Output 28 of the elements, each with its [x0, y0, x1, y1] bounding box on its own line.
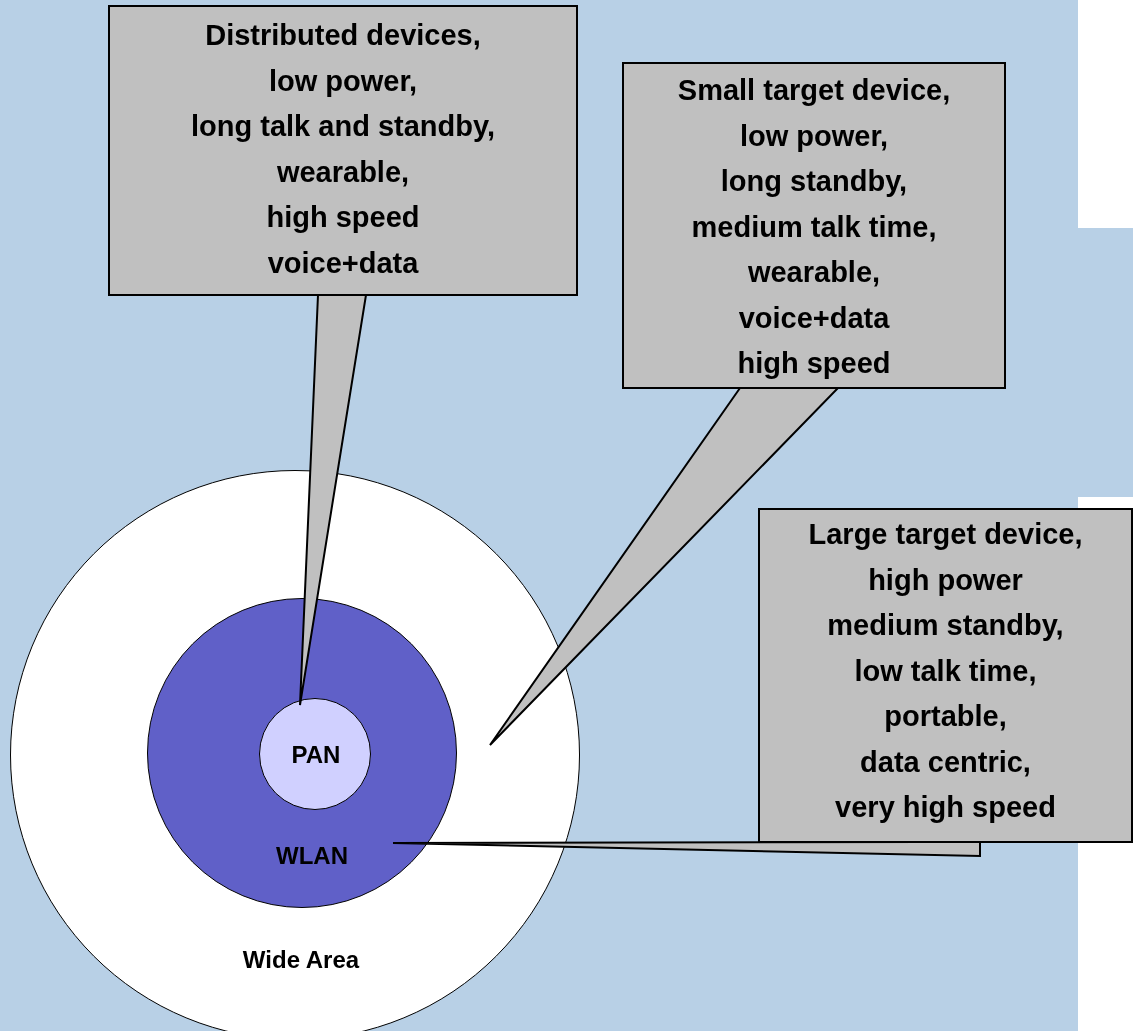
area-label: WLAN: [276, 842, 348, 870]
callout-text: high speed: [737, 346, 891, 381]
callout-text: Distributed devices,: [205, 18, 481, 53]
callout-text: voice+data: [738, 300, 890, 336]
callout-text: high speed: [266, 200, 420, 235]
callout-text: voice+data: [267, 245, 419, 281]
callout-pointer: [489, 387, 841, 746]
callout-text: low power,: [739, 118, 889, 154]
callout-box: [622, 62, 1006, 389]
callout-text: data centric,: [860, 744, 1031, 780]
callout-text: Large target device,: [808, 517, 1083, 552]
callout-text: long standby,: [720, 164, 908, 199]
callout-text: portable,: [884, 699, 1007, 734]
callout-text: low power,: [268, 63, 418, 99]
callout-text: low talk time,: [854, 653, 1037, 689]
area-label: Wide Area: [242, 946, 360, 974]
area-label: PAN: [291, 741, 341, 769]
callout-text: high power: [868, 562, 1023, 598]
callout-text: long talk and standby,: [191, 109, 495, 144]
callout-text: medium talk time,: [691, 209, 937, 245]
callout-box: [108, 5, 578, 296]
callout-text: Small target device,: [677, 73, 951, 108]
callout-pointer: [299, 294, 368, 706]
callout-text: medium standby,: [827, 608, 1064, 643]
callout-text: wearable,: [747, 255, 881, 290]
callout-text: wearable,: [276, 154, 410, 190]
callout-text: very high speed: [835, 790, 1056, 825]
callout-pointer: [392, 841, 981, 858]
